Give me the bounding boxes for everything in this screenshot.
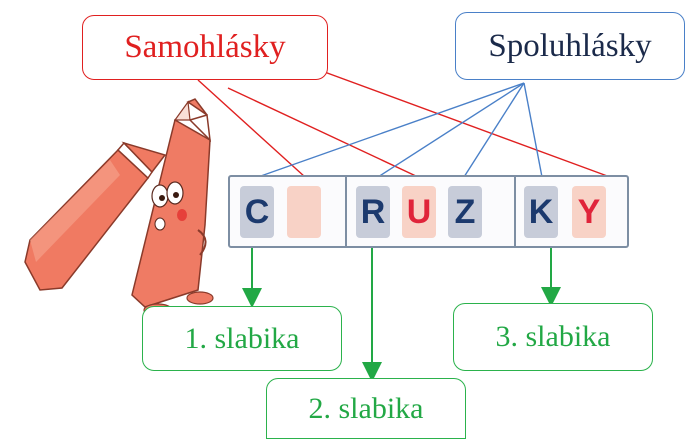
vowel-connectors — [197, 62, 611, 178]
syllable-label-3: 3. slabika — [495, 320, 611, 353]
letter-tile-consonant: K — [524, 186, 558, 238]
vowels-label: Samohlásky — [124, 29, 286, 65]
vowels-label-box: Samohlásky — [82, 15, 328, 80]
syllable-label-2: 2. slabika — [308, 391, 424, 425]
crayon-back-body — [24, 148, 150, 291]
syllable-box-2: 2. slabika — [266, 378, 466, 439]
letter-tile-consonant: Z — [448, 186, 482, 238]
letter-tile-vowel: U — [402, 186, 436, 238]
syllable-box-1: 1. slabika — [142, 306, 342, 371]
letter-tile-consonant: R — [356, 186, 390, 238]
syllable-divider — [514, 177, 516, 246]
syllable-box-3: 3. slabika — [453, 303, 653, 371]
letter-tile-vowel: Y — [572, 186, 606, 238]
letter-tile-vowel-empty — [287, 186, 321, 238]
crayon-illustration — [24, 98, 214, 317]
letter-tile-consonant: C — [240, 186, 274, 238]
word-strip: C R U Z K Y — [228, 175, 629, 248]
syllable-arrows — [242, 248, 561, 382]
consonant-connectors — [257, 82, 543, 178]
crayon-front-body — [131, 118, 211, 308]
consonants-label: Spoluhlásky — [488, 27, 652, 64]
syllable-label-1: 1. slabika — [184, 321, 300, 355]
syllable-divider — [345, 177, 347, 246]
consonants-label-box: Spoluhlásky — [455, 12, 685, 80]
